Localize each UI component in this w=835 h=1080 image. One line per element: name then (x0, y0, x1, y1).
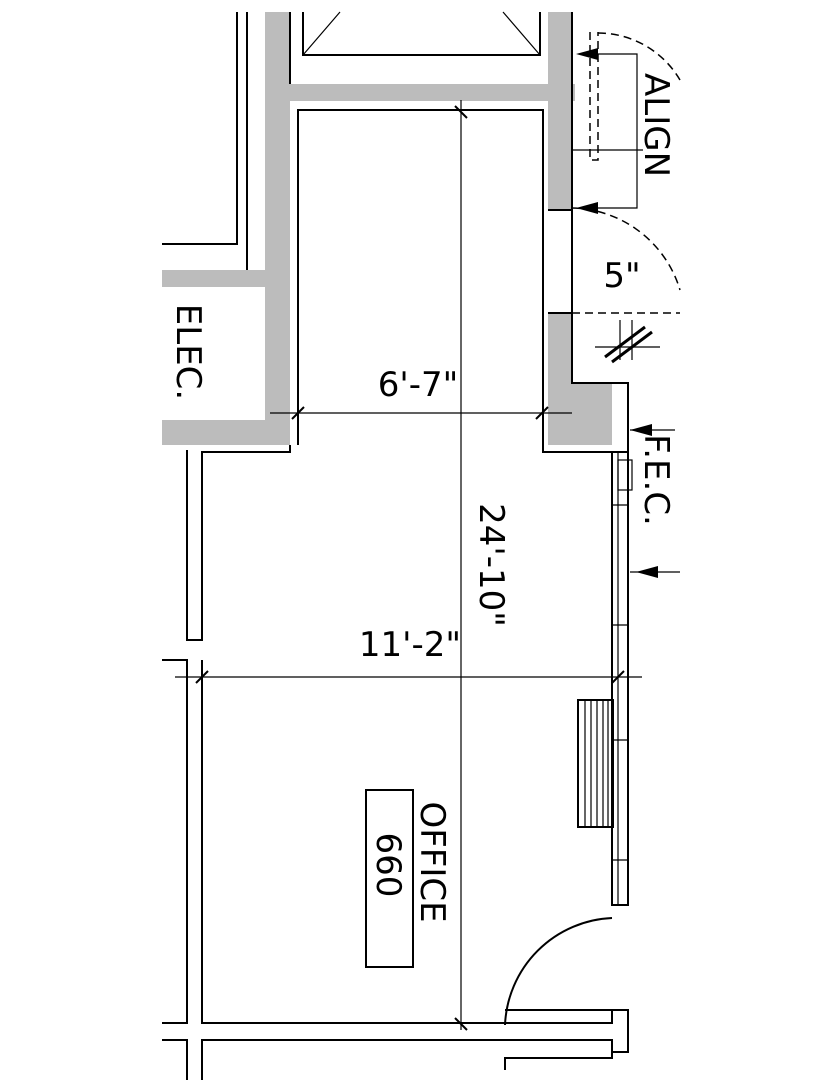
room-name: OFFICE (412, 801, 452, 922)
fec-label: F.E.C. (636, 434, 676, 526)
elec-room-label: ELEC. (168, 304, 208, 400)
align-annotation (571, 32, 681, 364)
room-number-box (365, 789, 414, 968)
align-label: ALIGN (636, 73, 676, 177)
dimension-11-2: 11'-2" (359, 625, 461, 665)
fec-arrows (630, 424, 680, 578)
dimension-6-7: 6'-7" (378, 365, 459, 405)
radiator (577, 699, 614, 828)
five-inch-label: 5" (603, 256, 640, 296)
window (611, 451, 633, 906)
room-number: 660 (368, 833, 408, 898)
walls (162, 12, 612, 445)
dimension-24-10: 24'-10" (471, 503, 511, 627)
wall-lines (162, 11, 629, 1080)
door-swing-arc (504, 917, 613, 1026)
dimension-lines (175, 100, 642, 1031)
